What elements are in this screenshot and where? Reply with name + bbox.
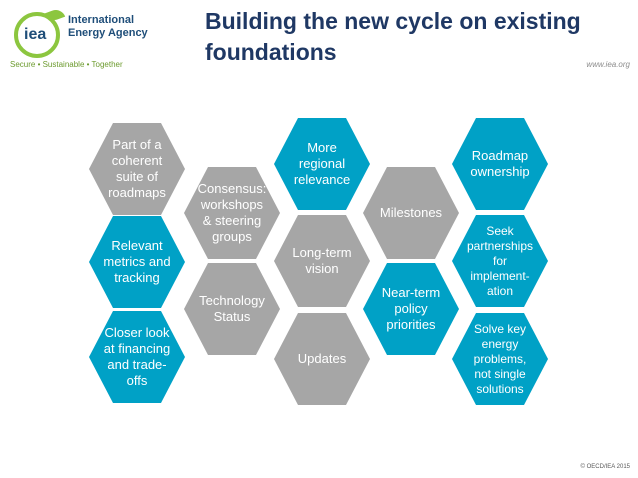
hex-milestones-label: Milestones [379,205,443,220]
logo-circle-icon [14,12,60,58]
hex-updates: Updates [274,313,370,405]
iea-logo: iea International Energy Agency Secure •… [8,7,188,72]
hex-milestones: Milestones [363,167,459,259]
hex-ownership: Roadmap ownership [452,118,548,210]
hex-near-term-label: Near-term policy priorities [381,285,441,332]
hex-consensus: Consensus: workshops & steering groups [184,167,280,259]
hex-suite-label: Part of a coherent suite of roadmaps [108,137,166,200]
hex-near-term: Near-term policy priorities [363,263,459,355]
website-url: www.iea.org [586,60,630,69]
hex-tech-status: Technology Status [184,263,280,355]
hex-financing: Closer look at financing and trade- offs [89,311,185,403]
hex-consensus-label: Consensus: workshops & steering groups [197,181,267,244]
hex-solve: Solve key energy problems, not single so… [452,313,548,405]
hex-ownership-label: Roadmap ownership [470,148,530,179]
logo-name: International Energy Agency [68,14,148,39]
hex-metrics: Relevant metrics and tracking [89,216,185,308]
hex-suite: Part of a coherent suite of roadmaps [89,123,185,215]
hex-updates-label: Updates [297,351,347,366]
copyright-notice: © OECD/IEA 2015 [580,464,630,470]
hex-partnerships-label: Seek partnerships for implement- ation [466,223,534,298]
hex-partnerships: Seek partnerships for implement- ation [452,215,548,307]
hex-regional-label: More regional relevance [293,140,351,187]
hex-vision-label: Long-term vision [292,245,352,276]
hex-tech-status-label: Technology Status [199,293,265,324]
logo-tagline: Secure • Sustainable • Together [10,60,123,69]
logo-mark: iea [24,26,47,43]
hex-regional: More regional relevance [274,118,370,210]
hex-financing-label: Closer look at financing and trade- offs [103,325,171,388]
hex-vision: Long-term vision [274,215,370,307]
hex-solve-label: Solve key energy problems, not single so… [473,321,527,396]
slide-title: Building the new cycle on existing found… [205,8,581,65]
hex-metrics-label: Relevant metrics and tracking [103,238,171,285]
